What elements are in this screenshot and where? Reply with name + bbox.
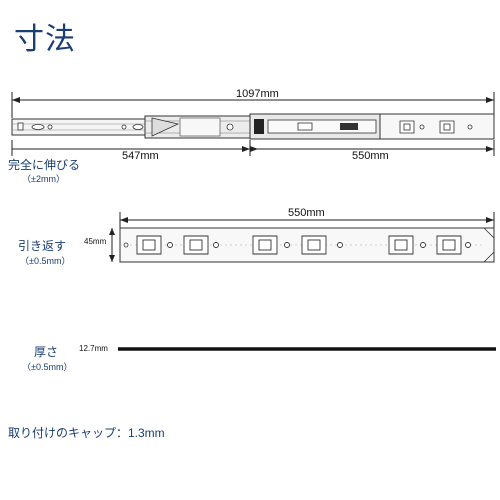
extended-rail [11, 113, 495, 140]
right-length-label: 550mm [352, 150, 389, 162]
retracted-length-label: 550mm [288, 207, 325, 219]
cap-thickness-note: 取り付けのキャップ：1.3mm [8, 426, 165, 440]
total-length-label: 1097mm [236, 88, 279, 100]
left-length-label: 547mm [122, 150, 159, 162]
retracted-tolerance: （±0.5mm） [20, 256, 71, 266]
extended-label: 完全に伸びる [8, 158, 81, 172]
page-title: 寸法 [14, 23, 76, 56]
thickness-value: 12.7mm [79, 344, 108, 353]
retracted-label: 引き返す [18, 239, 67, 253]
thickness-label: 厚さ [34, 345, 59, 359]
retracted-rail [119, 227, 495, 263]
height-label: 45mm [84, 237, 107, 246]
thickness-tolerance: （±0.5mm） [22, 362, 73, 372]
extended-tolerance: （±2mm） [22, 174, 65, 184]
